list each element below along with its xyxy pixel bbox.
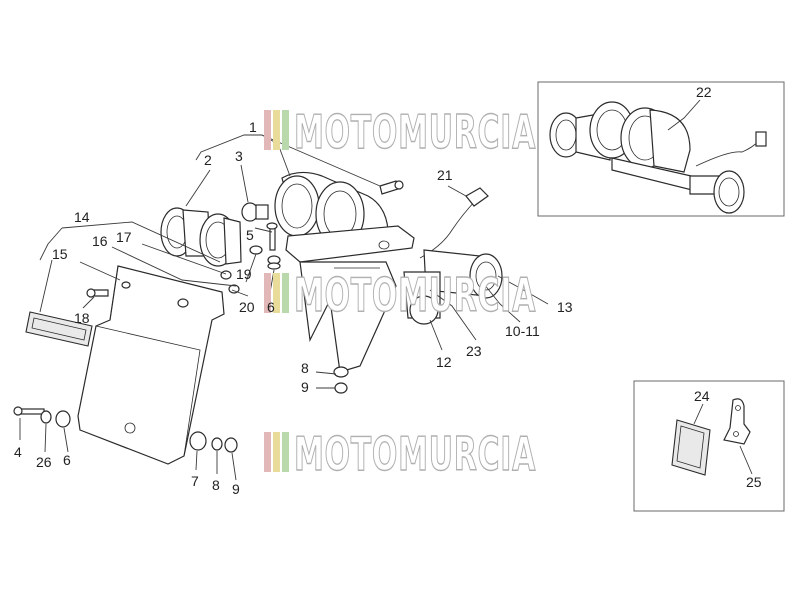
callout-6-center: 6	[267, 299, 275, 315]
watermark-stripe-2	[273, 273, 280, 313]
part-1-lamp-housing	[274, 171, 415, 263]
inset-box-turn-signals	[537, 81, 785, 217]
callout-5: 5	[246, 227, 254, 243]
callout-23: 23	[466, 343, 482, 359]
callout-9-lower: 9	[232, 481, 240, 497]
callout-7: 7	[191, 473, 199, 489]
part-26-washer	[40, 410, 52, 424]
callout-10-11: 10-11	[505, 323, 540, 339]
part-screw-housing	[379, 180, 404, 195]
callout-8-lower: 8	[212, 477, 220, 493]
part-25-bracket	[723, 398, 751, 445]
part-plate-bracket	[299, 261, 397, 373]
part-3-bulb	[241, 202, 269, 222]
watermark-middle: MOTOMURCIA	[264, 267, 536, 323]
watermark-stripe-1	[264, 432, 271, 472]
part-21-cable	[419, 187, 489, 259]
watermark-stripe-1	[264, 110, 271, 150]
callout-16: 16	[92, 233, 108, 249]
watermark-text: MOTOMURCIA	[294, 427, 536, 481]
part-15-reflector	[25, 311, 93, 347]
part-12-turn-signal	[403, 271, 441, 325]
part-plate-holder	[77, 265, 225, 465]
inset-box-reflector	[633, 380, 785, 512]
callout-labels: 1 2 3 14 15 16 17 5 19 20 6 18 21 22 13 …	[14, 84, 762, 497]
callout-20: 20	[239, 299, 255, 315]
callout-24: 24	[694, 388, 710, 404]
part-18-screw	[86, 288, 109, 298]
watermark-top: MOTOMURCIA	[264, 104, 536, 160]
watermark-stripe-3	[282, 432, 289, 472]
callout-26: 26	[36, 454, 52, 470]
watermark-bottom: MOTOMURCIA	[264, 426, 536, 482]
watermark-stripe-3	[282, 110, 289, 150]
callout-2: 2	[204, 152, 212, 168]
watermark-stripe-2	[273, 432, 280, 472]
callout-21: 21	[437, 167, 453, 183]
callout-15: 15	[52, 246, 68, 262]
callout-8-center: 8	[301, 360, 309, 376]
watermark-text: MOTOMURCIA	[294, 268, 536, 322]
callout-22: 22	[696, 84, 712, 100]
callout-4: 4	[14, 444, 22, 460]
callout-14: 14	[74, 209, 90, 225]
callout-17: 17	[116, 229, 132, 245]
callout-9-center: 9	[301, 379, 309, 395]
watermark-stripe-1	[264, 273, 271, 313]
part-24-reflector	[671, 419, 711, 476]
callout-18: 18	[74, 310, 90, 326]
part-4-bolt	[13, 406, 45, 416]
part-2-lamp-right	[199, 213, 242, 267]
watermark-stripe-3	[282, 273, 289, 313]
part-7-8-9-fasteners	[189, 431, 238, 453]
callout-6-left: 6	[63, 452, 71, 468]
callout-25: 25	[746, 474, 762, 490]
callout-13: 13	[557, 299, 573, 315]
callout-12: 12	[436, 354, 452, 370]
part-8-9-nut-center	[333, 366, 349, 394]
callout-19: 19	[236, 266, 252, 282]
part-6-spacer-left	[55, 410, 71, 428]
part-22-lamp-assembly	[549, 101, 767, 214]
callout-1: 1	[249, 119, 257, 135]
watermark-stripe-2	[273, 110, 280, 150]
callout-3: 3	[235, 148, 243, 164]
watermark-text: MOTOMURCIA	[294, 105, 536, 159]
